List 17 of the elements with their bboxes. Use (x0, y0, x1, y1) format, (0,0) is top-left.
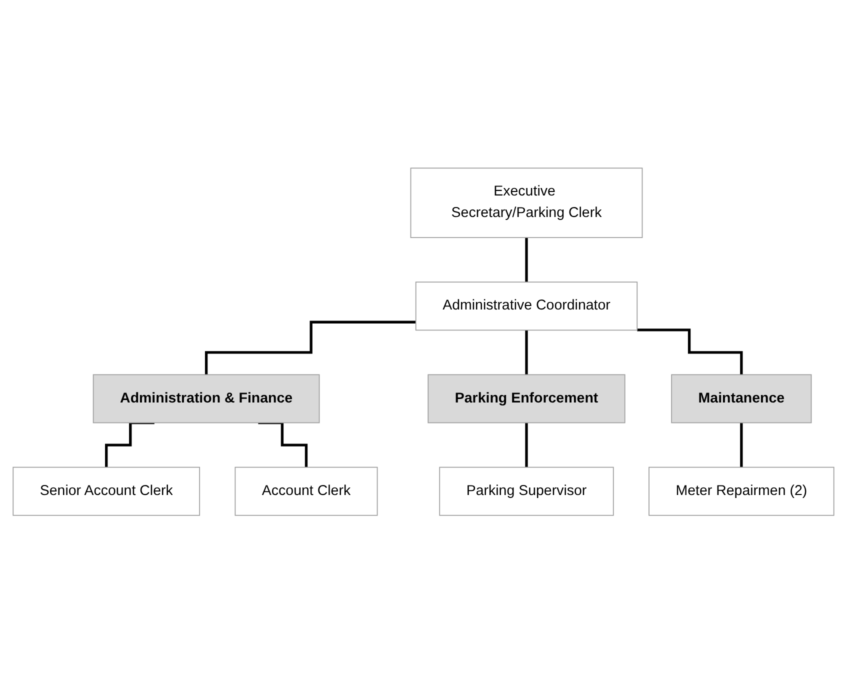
connector (105, 421, 154, 468)
connector (525, 421, 528, 468)
node-box: Administration & Finance (92, 374, 320, 423)
node-box: Senior Account Clerk (12, 466, 200, 516)
node-box: Administrative Coordinator (415, 281, 638, 330)
connector (740, 421, 743, 468)
node-box: Maintanence (671, 374, 812, 423)
connector (637, 328, 743, 376)
connector (258, 421, 308, 468)
node-box: Meter Repairmen (2) (648, 466, 834, 516)
connector (204, 320, 416, 376)
connector (525, 236, 528, 284)
connector (525, 328, 528, 376)
node-box: Account Clerk (234, 466, 378, 516)
node-box: Parking Supervisor (439, 466, 614, 516)
node-box: Executive Secretary/Parking Clerk (410, 167, 643, 238)
node-box: Parking Enforcement (428, 374, 626, 423)
